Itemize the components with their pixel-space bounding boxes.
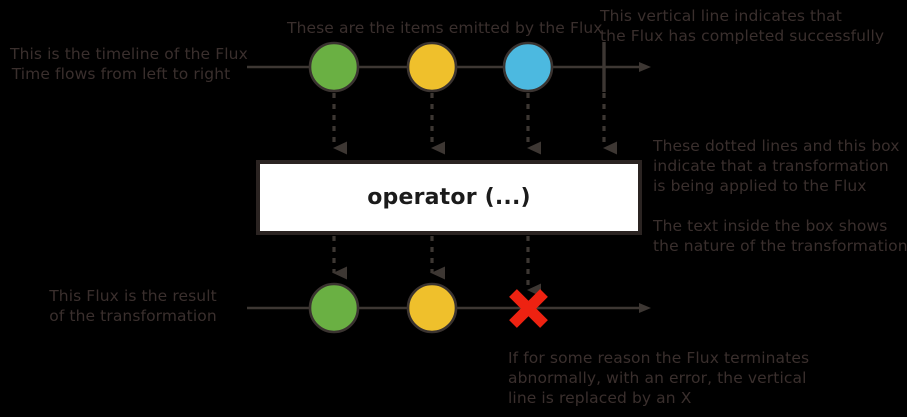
connectors-out-of-operator — [332, 236, 541, 297]
annotation-result: This Flux is the result of the transform… — [49, 287, 217, 325]
result-timeline — [247, 282, 651, 334]
connectors-into-operator — [332, 93, 617, 155]
source-timeline — [247, 41, 651, 93]
marble-green-source — [308, 41, 360, 93]
error-x-marker — [509, 289, 548, 328]
annotation-box-text: The text inside the box shows the nature… — [653, 217, 907, 255]
marble-green-result — [308, 282, 360, 334]
marble-yellow-source — [406, 41, 458, 93]
annotation-completion: This vertical line indicates that the Fl… — [600, 7, 885, 45]
annotation-items: These are the items emitted by the Flux — [287, 19, 603, 37]
annotation-error: If for some reason the Flux terminates a… — [508, 349, 810, 407]
annotation-transformation: These dotted lines and this box indicate… — [653, 137, 900, 195]
marble-blue-source — [502, 41, 554, 93]
marble-yellow-result — [406, 282, 458, 334]
operator-box[interactable] — [256, 160, 642, 235]
annotation-timeline: This is the timeline of the Flux Time fl… — [10, 45, 248, 83]
